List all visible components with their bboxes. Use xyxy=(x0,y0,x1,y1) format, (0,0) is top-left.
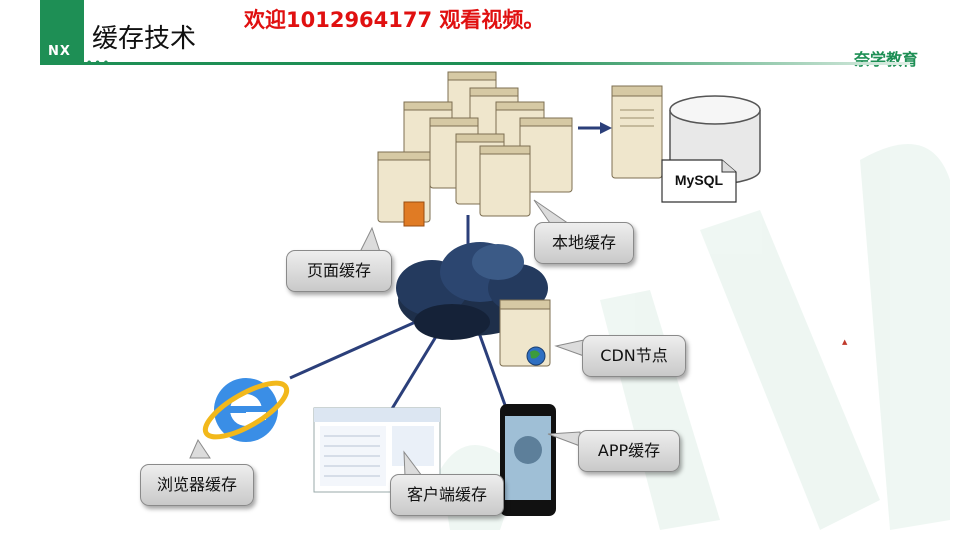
cloud-icon xyxy=(396,242,548,340)
callout-tails xyxy=(189,199,585,477)
logo-text: NX xyxy=(48,44,71,59)
header-divider xyxy=(40,62,910,65)
callout-local-cache: 本地缓存 xyxy=(534,222,634,264)
server-farm-icon xyxy=(377,71,573,227)
logo-block xyxy=(40,0,84,64)
connection-lines xyxy=(289,215,507,413)
watermark-banner: 欢迎1012964177 观看视频。 xyxy=(244,8,545,32)
mysql-label: MySQL xyxy=(674,172,724,188)
smartphone-icon xyxy=(500,404,556,516)
callout-page-cache: 页面缓存 xyxy=(286,250,392,292)
callout-app-cache: APP缓存 xyxy=(578,430,680,472)
line-cloud-app xyxy=(476,329,507,406)
callout-client-cache: 客户端缓存 xyxy=(390,474,504,516)
callout-browser-cache: 浏览器缓存 xyxy=(140,464,254,506)
arrow-to-db xyxy=(578,122,612,134)
line-cloud-client xyxy=(388,329,442,413)
mysql-document-icon xyxy=(661,159,737,203)
browser-logo-icon xyxy=(202,378,290,442)
small-marker: ▲ xyxy=(842,338,848,346)
callout-cdn-node: CDN节点 xyxy=(582,335,686,377)
globe-icon xyxy=(526,346,546,366)
line-cloud-browser xyxy=(289,318,421,380)
database-server-icon xyxy=(611,85,663,179)
page-title: 缓存技术 xyxy=(92,24,197,54)
